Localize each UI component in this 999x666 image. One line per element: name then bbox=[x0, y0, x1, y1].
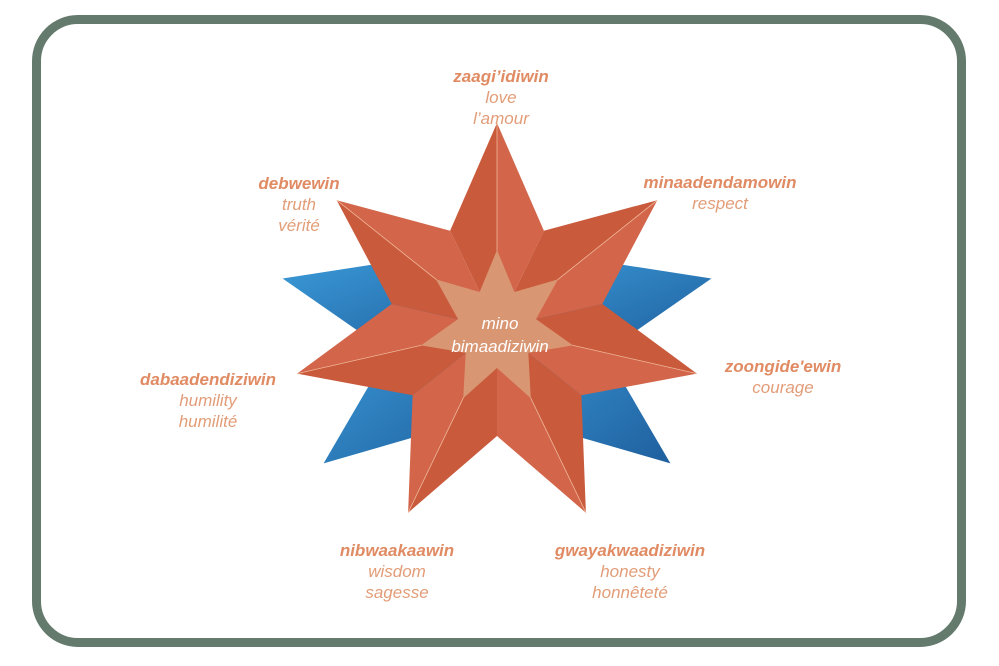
teaching-term: gwayakwaadiziwin bbox=[554, 541, 706, 560]
star-point-facet bbox=[497, 304, 697, 374]
teaching-humility: dabaadendiziwin humility humilité bbox=[118, 369, 298, 432]
teaching-love: zaagi’idiwin love l’amour bbox=[436, 66, 566, 129]
star-point-facet bbox=[450, 123, 497, 328]
teaching-term: nibwaakaawin bbox=[339, 541, 455, 560]
teaching-term: zoongide'ewin bbox=[724, 357, 842, 376]
teaching-term: dabaadendiziwin bbox=[139, 370, 277, 389]
teaching-english: humility bbox=[179, 391, 237, 410]
teaching-english: wisdom bbox=[368, 562, 426, 581]
teaching-wisdom: nibwaakaawin wisdom sagesse bbox=[322, 540, 472, 603]
teaching-term: debwewin bbox=[258, 174, 340, 193]
star-point-facet bbox=[297, 304, 497, 374]
teaching-respect: minaadendamowin respect bbox=[620, 172, 820, 214]
teaching-english: honesty bbox=[600, 562, 660, 581]
teaching-english: respect bbox=[692, 194, 748, 213]
teaching-english: truth bbox=[281, 195, 317, 214]
teaching-english: courage bbox=[752, 378, 814, 397]
teaching-truth: debwewin truth vérité bbox=[244, 173, 354, 236]
star-point-facet bbox=[497, 123, 544, 328]
teaching-french: humilité bbox=[178, 412, 238, 431]
teaching-english: love bbox=[485, 88, 517, 107]
teaching-french: vérité bbox=[278, 216, 320, 235]
inner-star bbox=[421, 250, 573, 399]
teaching-courage: zoongide'ewin courage bbox=[708, 356, 858, 398]
teaching-french: sagesse bbox=[365, 583, 429, 602]
teaching-french: l’amour bbox=[473, 109, 529, 128]
center-line-1: mino bbox=[481, 314, 519, 333]
teaching-term: minaadendamowin bbox=[643, 173, 797, 192]
center-line-2: bimaadiziwin bbox=[451, 337, 549, 356]
teaching-french: honnêteté bbox=[592, 583, 668, 602]
teaching-term: zaagi’idiwin bbox=[453, 67, 549, 86]
center-label: mino bimaadiziwin bbox=[420, 312, 580, 358]
teaching-honesty: gwayakwaadiziwin honesty honnêteté bbox=[530, 540, 730, 603]
